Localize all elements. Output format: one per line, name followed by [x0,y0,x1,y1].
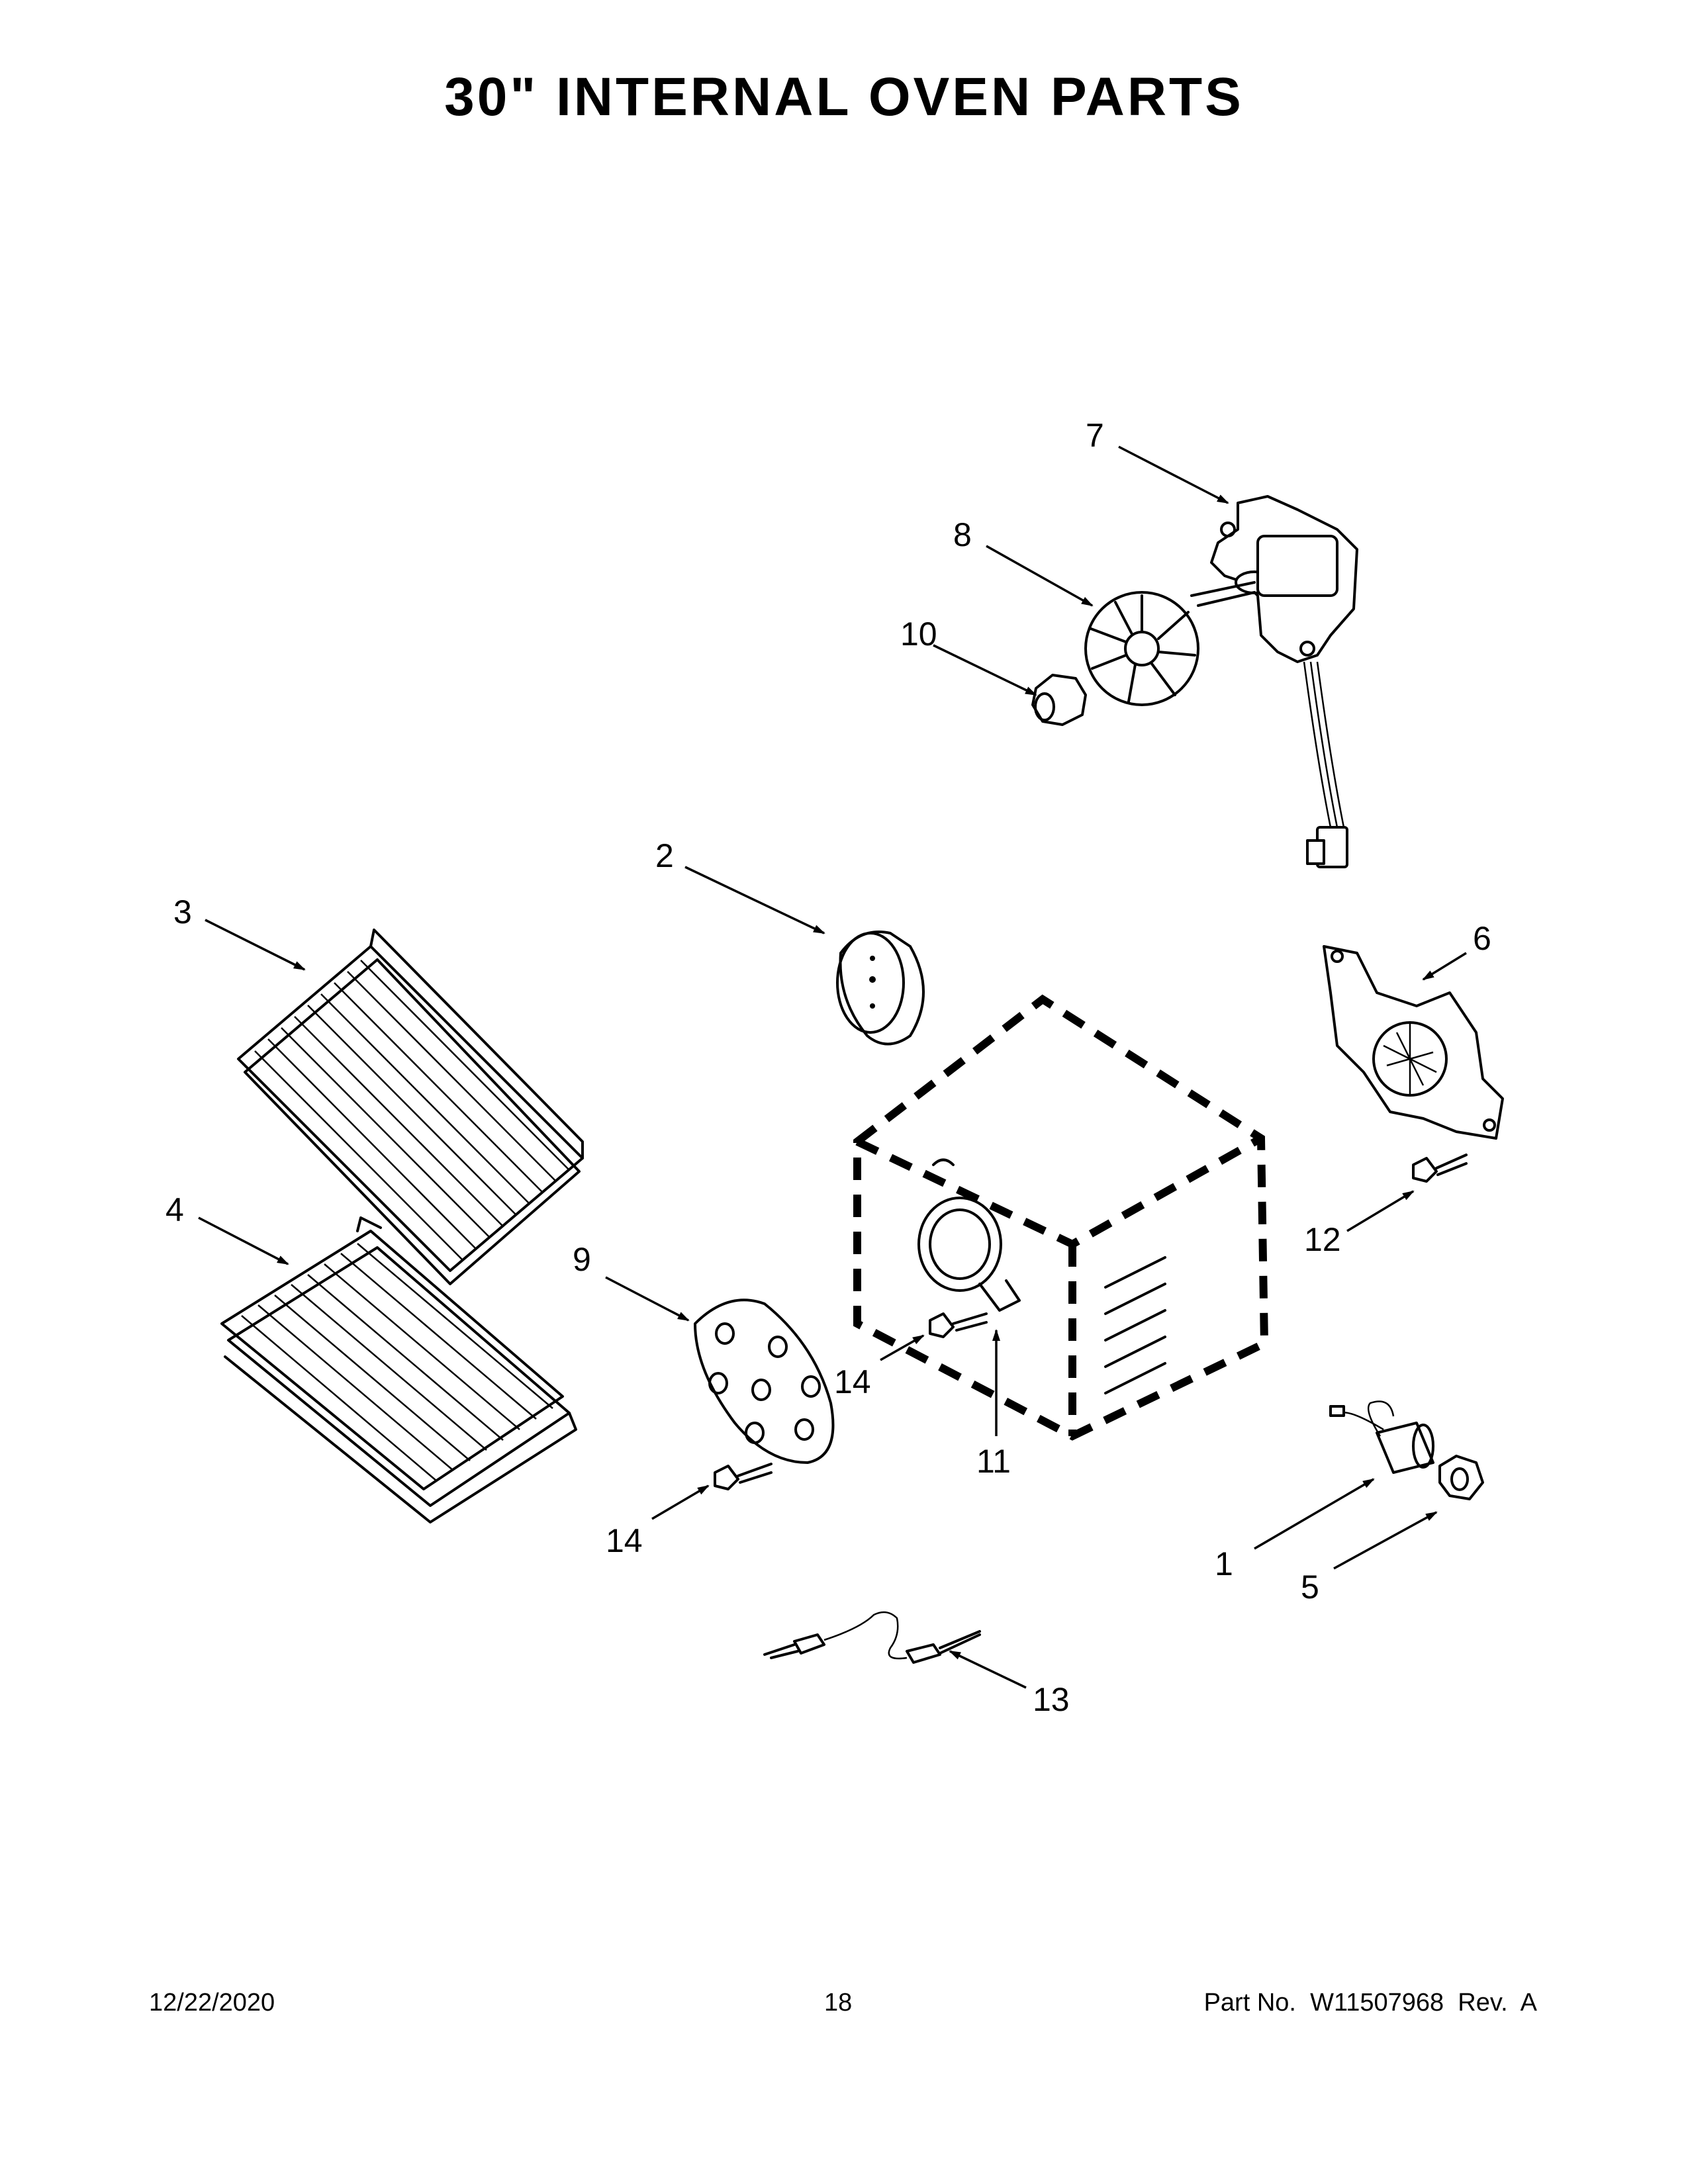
callout-arrow-10 [933,644,1037,696]
callout-6: 6 [1473,920,1491,957]
baffle-disc-part [836,931,925,1046]
callout-arrow-4 [198,1216,289,1265]
callout-arrow-8 [986,545,1094,607]
screw-part-b [714,1463,773,1490]
callout-arrow-14b [651,1484,710,1520]
callout-arrow-12 [1346,1190,1415,1232]
callout-arrow-14a [880,1334,925,1361]
callout-14a: 14 [834,1363,871,1400]
callout-10: 10 [900,615,937,653]
meat-probe-part [763,1611,981,1664]
nut-part [1438,1455,1484,1500]
oven-cavity-part [853,994,1269,1441]
callout-arrow-7 [1118,445,1229,504]
sliding-rack-part [220,1216,577,1524]
callout-4: 4 [165,1191,184,1228]
fan-nut-part [1031,674,1087,726]
callout-11: 11 [976,1443,1011,1480]
screw-part-a [929,1312,988,1338]
callout-arrow-9 [605,1276,690,1322]
fan-cover-part [1323,945,1504,1140]
sensor-part [1329,1400,1434,1474]
callout-2: 2 [655,837,674,874]
callout-7: 7 [1086,417,1104,454]
footer-part-number: Part No. W11507968 Rev. A [1203,1989,1537,2017]
oven-rack-part [237,929,584,1285]
convection-motor-part [1190,495,1358,868]
callout-arrows [198,445,1467,1689]
footer-date: 12/22/2020 [149,1989,275,2017]
callout-arrow-13 [949,1650,1027,1689]
callout-1: 1 [1215,1545,1233,1582]
fan-blade-part [1084,591,1199,706]
callout-arrow-2 [684,866,825,934]
callout-12: 12 [1304,1221,1341,1258]
callout-13: 13 [1033,1681,1070,1718]
callout-arrow-6 [1422,952,1467,981]
callout-labels: 7 8 10 2 3 4 9 6 12 14 11 14 1 5 13 [165,417,1491,1718]
fan-cover-screw-part [1412,1154,1468,1183]
callout-5: 5 [1301,1569,1319,1606]
callout-arrow-5 [1333,1511,1438,1570]
callout-14b: 14 [606,1522,643,1559]
back-plate-part [694,1298,835,1464]
callout-8: 8 [953,516,972,553]
page-title: 30" INTERNAL OVEN PARTS [444,67,1244,127]
callout-9: 9 [573,1241,591,1278]
callout-arrow-3 [205,919,306,971]
callout-3: 3 [173,893,192,931]
footer-page-number: 18 [824,1989,853,2017]
callout-arrow-1 [1254,1478,1375,1550]
